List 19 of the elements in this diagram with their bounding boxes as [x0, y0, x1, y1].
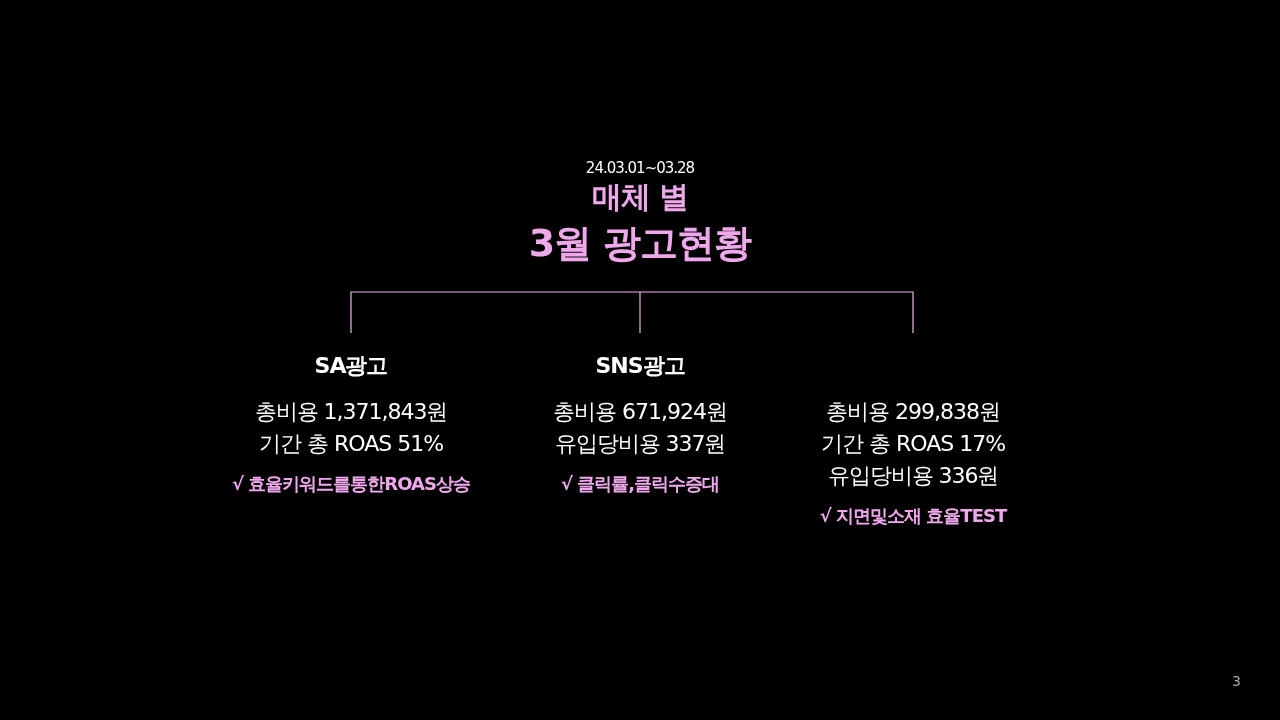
connector-line: [639, 291, 914, 334]
note-text: √ 효율키워드를통한ROAS상승: [232, 472, 470, 496]
stat-line: 기간 총 ROAS 17%: [820, 430, 1006, 458]
title-line: 3월 광고현황: [528, 220, 752, 267]
stat-line: 총비용 671,924원: [553, 398, 727, 426]
note-text: √ 지면및소재 효율TEST: [819, 504, 1007, 528]
connector-line: [350, 291, 641, 334]
page-number: 3: [1232, 673, 1241, 689]
date-range: 24.03.01~03.28: [585, 159, 695, 177]
stat-line: 유입당비용 336원: [827, 462, 999, 490]
note-text: √ 클릭률,클릭수증대: [560, 472, 720, 496]
title-line: 매체 별: [591, 178, 689, 216]
column-heading: SNS광고: [595, 352, 685, 380]
stat-line: 총비용 1,371,843원: [254, 398, 448, 426]
stat-line: 기간 총 ROAS 51%: [258, 430, 444, 458]
stat-line: 총비용 299,838원: [826, 398, 1000, 426]
stat-line: 유입당비용 337원: [554, 430, 726, 458]
column-heading: SA광고: [314, 352, 388, 380]
connector-line: [639, 291, 641, 334]
